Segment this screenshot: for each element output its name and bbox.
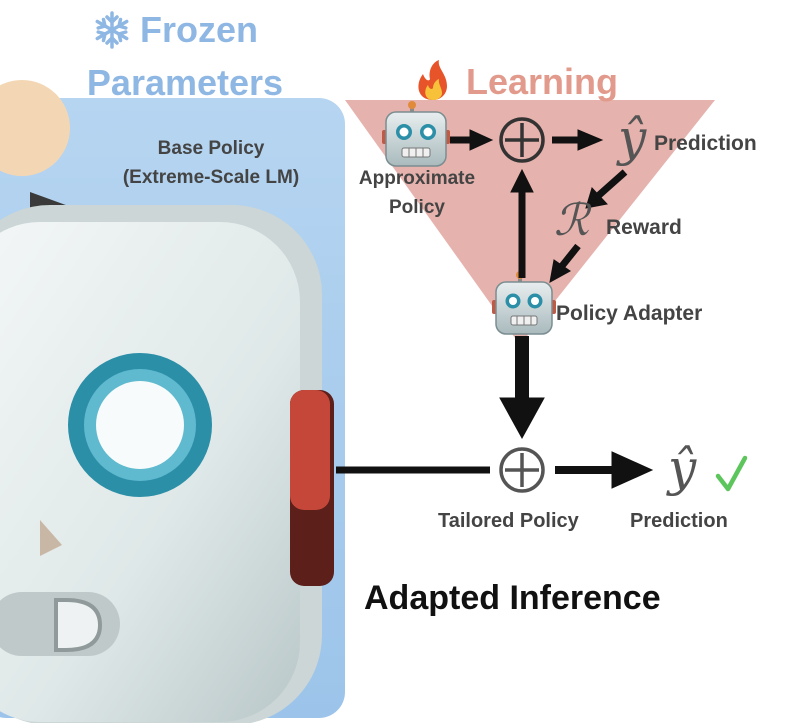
robot-face-icon [382, 101, 450, 167]
prediction-label-top: Prediction [654, 132, 757, 155]
base-policy-robot-illustration [0, 80, 334, 723]
arrow-plus-to-prediction-head [577, 129, 604, 151]
arrow-tailored-to-prediction-head [611, 451, 654, 489]
arrow-adapter-to-plus-head [510, 168, 534, 193]
combine-node-top [499, 117, 545, 163]
base-policy-subtitle: (Extreme-Scale LM) [122, 167, 300, 188]
robot-face-icon [492, 271, 556, 335]
fire-icon [418, 60, 447, 100]
prediction-symbol-top: ŷ [618, 109, 647, 167]
arrow-adapter-to-tailored-head [499, 397, 545, 440]
prediction-symbol-bottom: ŷ [668, 439, 697, 497]
tailored-policy-label: Tailored Policy [438, 510, 579, 532]
base-policy-title: Base Policy [157, 138, 265, 159]
approximate-policy-label-line1: Approximate [358, 168, 476, 189]
check-icon [715, 455, 748, 492]
adapted-inference-title: Adapted Inference [364, 579, 661, 617]
arrow-reward-to-adapter [559, 243, 581, 269]
reward-symbol: ℛ [554, 195, 590, 246]
snowflake-icon [95, 11, 129, 49]
prediction-label-bottom: Prediction [630, 510, 728, 532]
arrow-approx-to-plus-head [469, 129, 494, 151]
arrow-prediction-to-reward-head [585, 187, 608, 209]
arrow-prediction-to-reward [595, 169, 628, 199]
arrow-reward-to-adapter-head [549, 259, 571, 283]
reward-label: Reward [606, 216, 682, 239]
frozen-title-line1: Frozen [140, 9, 259, 50]
policy-adapter-label: Policy Adapter [556, 302, 703, 325]
flow-arrows [336, 129, 654, 489]
approximate-policy-label-line2: Policy [389, 197, 445, 218]
combine-node-bottom [499, 447, 545, 493]
frozen-title-line2: Parameters [86, 62, 284, 103]
learning-title: Learning [466, 61, 619, 102]
